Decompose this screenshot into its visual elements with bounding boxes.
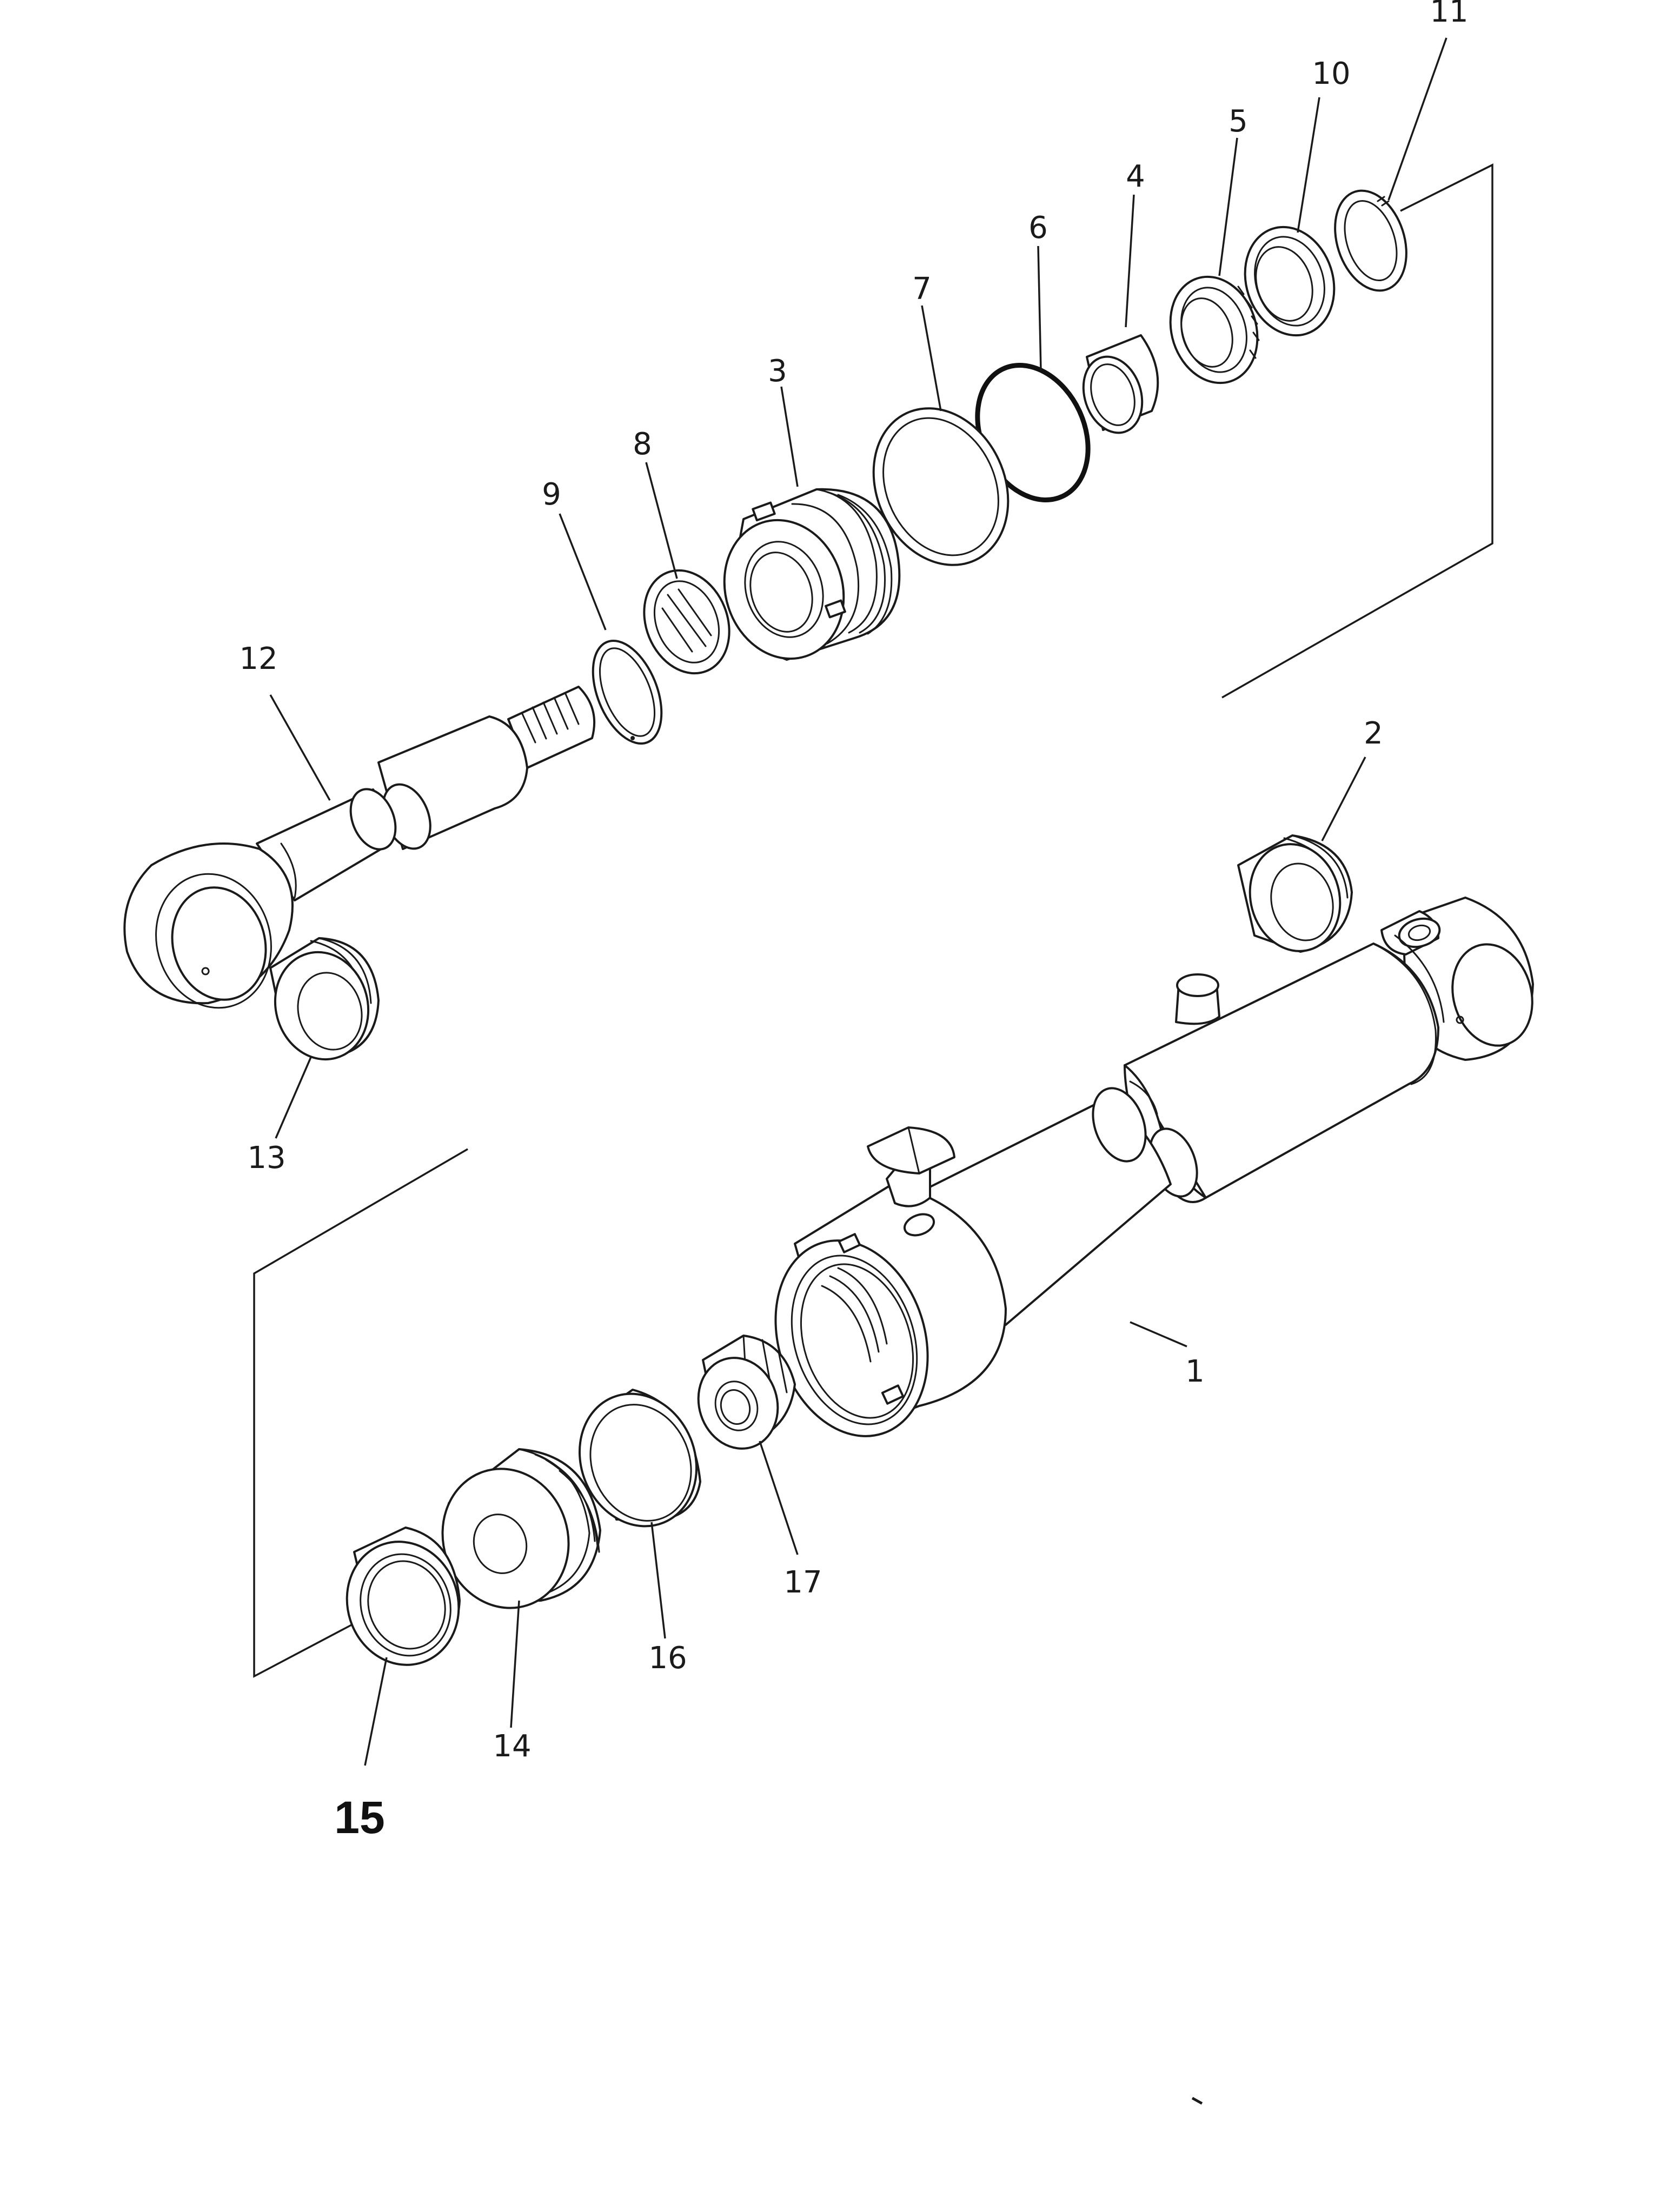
part-15-piston-seal: [346, 1527, 461, 1666]
leader-line-11: [1387, 37, 1447, 201]
leader-line-10: [1297, 97, 1320, 233]
part-14-piston: [441, 1448, 601, 1609]
callout-2: 2: [1364, 716, 1383, 751]
leader-line-8: [645, 462, 678, 579]
callout-5: 5: [1229, 104, 1248, 139]
callout-8: 8: [633, 427, 652, 462]
leader-lines: [269, 37, 1447, 1766]
part-1-cylinder-tube: [774, 897, 1534, 1437]
callout-9: 9: [542, 477, 561, 512]
callout-1: 1: [1185, 1354, 1205, 1389]
part-12-piston-rod: [123, 686, 596, 1009]
lower-assembly-bracket: [253, 1148, 468, 1678]
leader-line-5: [1218, 137, 1238, 276]
leader-line-7: [921, 305, 942, 412]
part-5-rod-seal: [1169, 275, 1260, 384]
callout-17: 17: [783, 1565, 822, 1600]
part-2-bushing: [1237, 834, 1353, 953]
callout-14: 14: [493, 1729, 531, 1764]
leader-line-15: [364, 1657, 388, 1766]
part-10-dust-seal: [1244, 225, 1336, 337]
part-9-retaining-ring: [592, 640, 663, 745]
callout-16: 16: [648, 1641, 687, 1676]
callout-11: 11: [1430, 0, 1468, 29]
part-13-bushing: [269, 937, 380, 1061]
part-16-wear-ring: [578, 1389, 701, 1528]
leader-line-4: [1125, 194, 1135, 328]
part-7-backup-ring: [872, 407, 1010, 566]
callout-4: 4: [1126, 159, 1145, 194]
part-3-cylinder-head: [723, 488, 901, 661]
part-4-bushing: [1082, 334, 1159, 434]
callout-3: 3: [768, 354, 787, 389]
part-17-piston-nut: [697, 1335, 796, 1450]
part-8-wear-ring: [643, 569, 731, 675]
callout-7: 7: [912, 271, 932, 307]
leader-line-2: [1321, 756, 1366, 841]
leader-line-16: [650, 1522, 666, 1639]
callout-13: 13: [247, 1140, 285, 1176]
callout-10: 10: [1312, 56, 1350, 91]
callout-6: 6: [1028, 210, 1048, 245]
leader-line-12: [269, 694, 331, 801]
leader-line-13: [275, 1057, 312, 1139]
leader-line-3: [780, 386, 799, 487]
part-11-snap-ring: [1334, 189, 1407, 292]
leader-line-1: [1130, 1321, 1187, 1348]
leader-line-14: [510, 1600, 520, 1728]
callout-15: 15: [334, 1792, 384, 1843]
scan-specks: [630, 736, 1203, 2105]
callout-labels: 1 2 3 4 5 6 7 8 9 10 11 12 13 14 15 16 1…: [239, 0, 1468, 1843]
leader-line-6: [1037, 245, 1042, 371]
leader-line-17: [759, 1441, 799, 1555]
callout-12: 12: [239, 641, 277, 676]
upper-assembly-bracket: [1221, 163, 1493, 699]
leader-line-9: [559, 513, 607, 631]
